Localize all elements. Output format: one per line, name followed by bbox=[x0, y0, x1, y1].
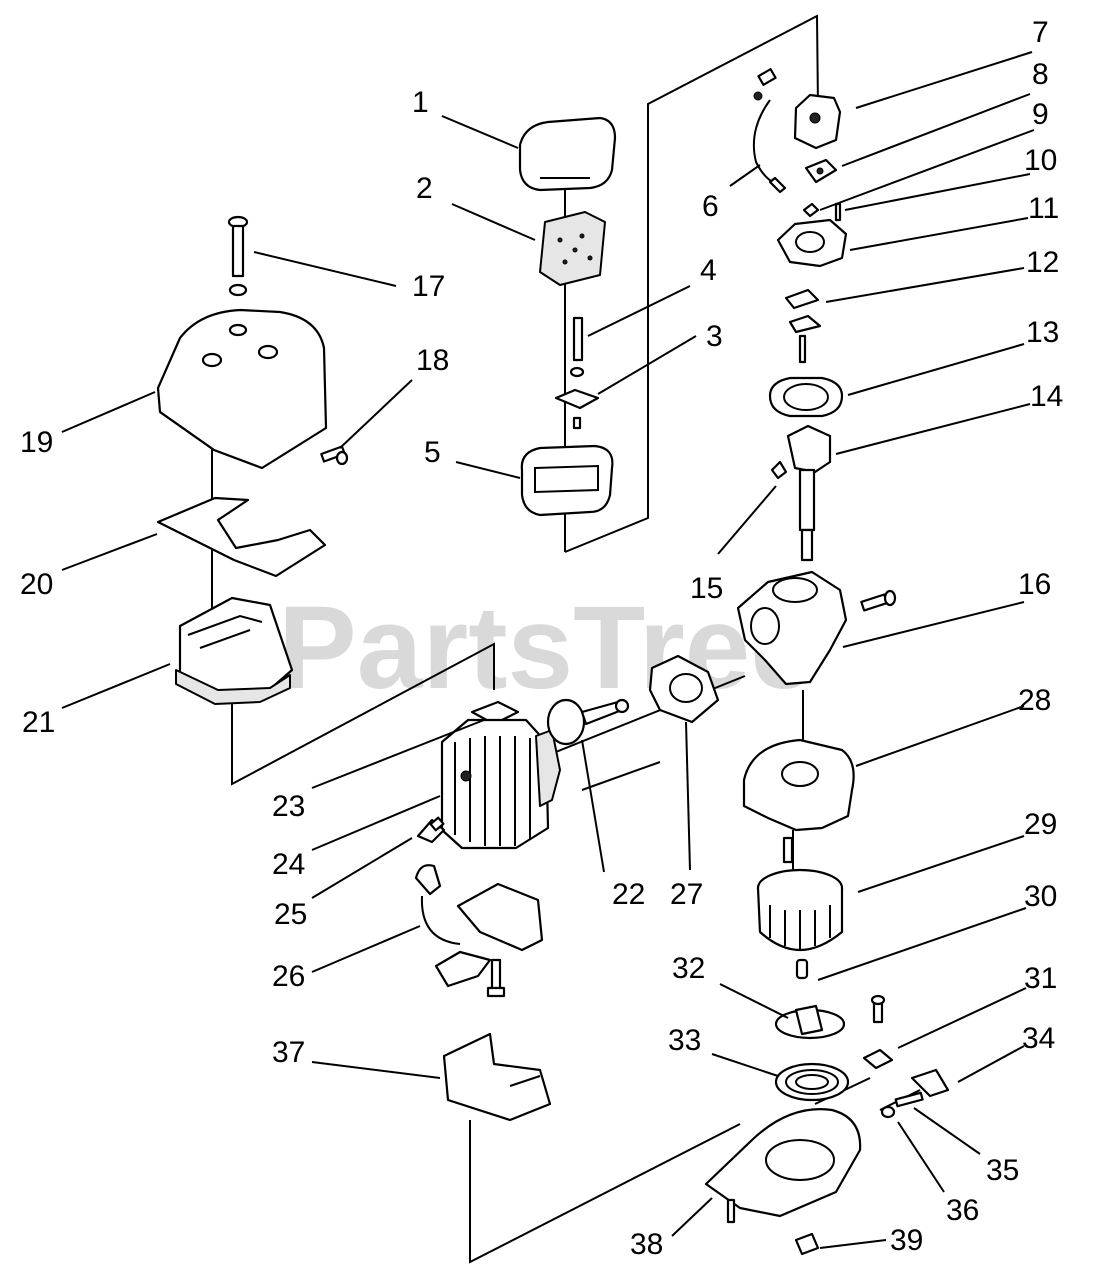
label-29: 29 bbox=[1024, 808, 1057, 841]
rope-nut bbox=[880, 1105, 896, 1119]
fan-housing bbox=[742, 738, 855, 864]
label-15: 15 bbox=[690, 572, 723, 605]
label-26: 26 bbox=[272, 960, 305, 993]
label-17: 17 bbox=[412, 270, 445, 303]
label-32: 32 bbox=[672, 952, 705, 985]
ignition-module bbox=[414, 864, 544, 998]
cylinder-gasket bbox=[648, 654, 720, 724]
starter-housing bbox=[704, 1108, 862, 1224]
spark-plug bbox=[416, 816, 446, 844]
label-37: 37 bbox=[272, 1036, 305, 1069]
label-18: 18 bbox=[416, 344, 449, 377]
throttle-cable bbox=[752, 99, 787, 194]
label-38: 38 bbox=[630, 1228, 663, 1261]
label-39: 39 bbox=[890, 1224, 923, 1257]
label-14: 14 bbox=[1030, 380, 1063, 413]
label-19: 19 bbox=[20, 426, 53, 459]
engine-top-cover bbox=[156, 308, 328, 470]
label-13: 13 bbox=[1026, 316, 1059, 349]
starter-pulley bbox=[774, 1004, 846, 1040]
cylinder bbox=[440, 718, 561, 850]
recoil-spring bbox=[774, 1062, 850, 1102]
air-filter-cover bbox=[518, 116, 617, 192]
label-8: 8 bbox=[1032, 58, 1049, 91]
cover-bolt bbox=[227, 215, 249, 297]
air-filter-base bbox=[520, 444, 614, 517]
air-filter-element bbox=[539, 211, 606, 286]
leader-lines bbox=[61, 51, 1035, 1249]
label-10: 10 bbox=[1024, 144, 1057, 177]
label-33: 33 bbox=[668, 1024, 701, 1057]
label-36: 36 bbox=[946, 1194, 979, 1227]
small-screw bbox=[834, 202, 842, 222]
flywheel-pin bbox=[795, 958, 809, 980]
carburetor-gasket bbox=[804, 158, 838, 184]
label-21: 21 bbox=[22, 706, 55, 739]
heat-shield bbox=[442, 1032, 552, 1122]
label-5: 5 bbox=[424, 436, 441, 469]
label-7: 7 bbox=[1032, 16, 1049, 49]
label-4: 4 bbox=[700, 254, 717, 287]
label-31: 31 bbox=[1024, 962, 1057, 995]
crankshaft bbox=[770, 424, 832, 562]
starter-handle bbox=[894, 1068, 950, 1108]
filter-bolt bbox=[569, 316, 585, 378]
muffler bbox=[175, 596, 294, 705]
starter-screw bbox=[862, 994, 894, 1070]
label-28: 28 bbox=[1018, 684, 1051, 717]
carburetor-housing bbox=[776, 218, 848, 268]
filter-bracket bbox=[554, 388, 600, 430]
label-3: 3 bbox=[706, 320, 723, 353]
check-valve bbox=[802, 202, 820, 218]
label-2: 2 bbox=[416, 172, 433, 205]
part-number-labels: 1 2 3 4 5 6 7 8 9 10 11 12 13 14 15 16 1… bbox=[20, 16, 1063, 1261]
label-23: 23 bbox=[272, 790, 305, 823]
label-6: 6 bbox=[702, 190, 719, 223]
label-30: 30 bbox=[1024, 880, 1057, 913]
label-34: 34 bbox=[1022, 1022, 1055, 1055]
label-20: 20 bbox=[20, 568, 53, 601]
manifold-gasket bbox=[768, 376, 844, 418]
crankcase bbox=[736, 570, 897, 686]
flywheel bbox=[756, 868, 844, 952]
label-1: 1 bbox=[412, 86, 429, 119]
label-25: 25 bbox=[274, 898, 307, 931]
partstree-watermark: PartsTree bbox=[278, 582, 816, 714]
cover-screw bbox=[320, 445, 349, 466]
label-12: 12 bbox=[1026, 246, 1059, 279]
label-16: 16 bbox=[1018, 568, 1051, 601]
label-35: 35 bbox=[986, 1154, 1019, 1187]
label-22: 22 bbox=[612, 878, 645, 911]
label-27: 27 bbox=[670, 878, 703, 911]
label-24: 24 bbox=[272, 848, 305, 881]
reed-plate bbox=[784, 288, 822, 364]
housing-screw bbox=[794, 1232, 820, 1256]
label-11: 11 bbox=[1028, 192, 1059, 225]
cover-bracket bbox=[156, 496, 327, 578]
label-9: 9 bbox=[1032, 98, 1049, 131]
piston-and-rod bbox=[546, 698, 630, 746]
carburetor bbox=[753, 68, 842, 150]
